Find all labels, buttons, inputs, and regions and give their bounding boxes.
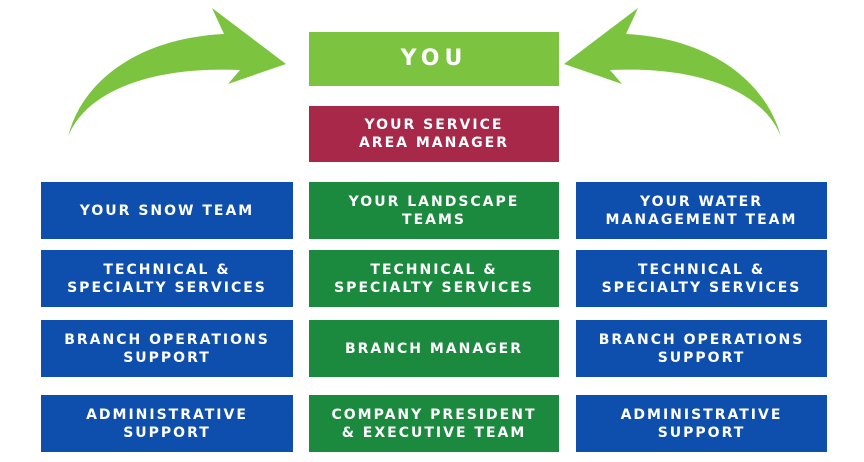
left-administrative-support-box: ADMINISTRATIVE SUPPORT (41, 395, 293, 452)
branch-manager-box: BRANCH MANAGER (309, 320, 559, 377)
left-technical-specialty-box: TECHNICAL & SPECIALTY SERVICES (41, 250, 293, 307)
right-technical-specialty-box: TECHNICAL & SPECIALTY SERVICES (576, 250, 827, 307)
snow-team-box: YOUR SNOW TEAM (41, 182, 293, 239)
company-president-box: COMPANY PRESIDENT & EXECUTIVE TEAM (309, 395, 559, 452)
water-management-team-box: YOUR WATER MANAGEMENT TEAM (576, 182, 827, 239)
right-administrative-support-box: ADMINISTRATIVE SUPPORT (576, 395, 827, 452)
you-box: YOU (309, 32, 559, 86)
center-technical-specialty-box: TECHNICAL & SPECIALTY SERVICES (309, 250, 559, 307)
service-area-manager-box: YOUR SERVICE AREA MANAGER (309, 106, 559, 162)
landscape-teams-box: YOUR LANDSCAPE TEAMS (309, 182, 559, 239)
right-branch-operations-box: BRANCH OPERATIONS SUPPORT (576, 320, 827, 377)
left-branch-operations-box: BRANCH OPERATIONS SUPPORT (41, 320, 293, 377)
